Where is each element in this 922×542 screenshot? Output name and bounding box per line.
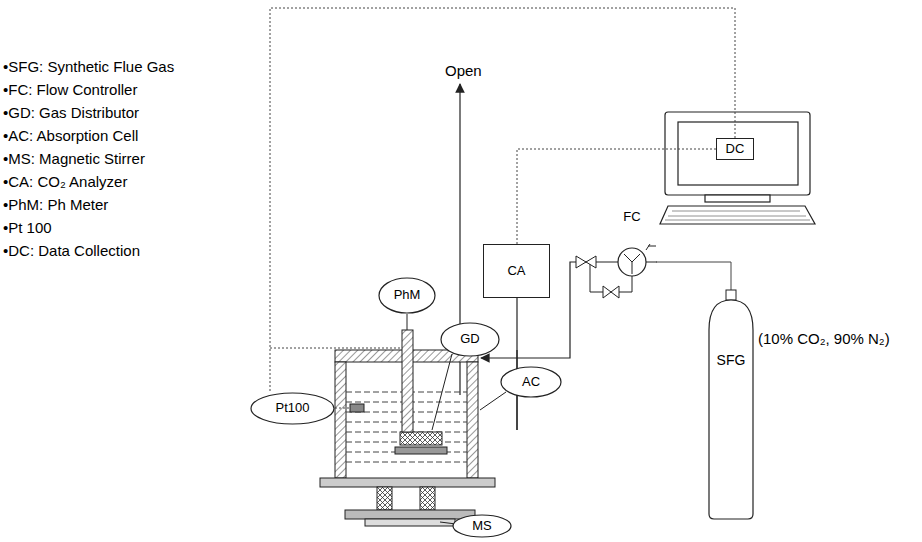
node-label: CA <box>507 264 525 279</box>
signal-connector <box>517 149 716 244</box>
regulator-handle <box>646 244 656 250</box>
legend-line: •PhM: Ph Meter <box>3 196 108 214</box>
node-label: SFG <box>717 352 746 368</box>
legend-line: •FC: Flow Controller <box>3 81 137 99</box>
computer-illustration <box>660 112 815 224</box>
flow-controller: FC <box>608 210 656 278</box>
gas-cylinder: SFG <box>708 290 754 520</box>
temperature-sensor <box>350 404 364 412</box>
callout-ellipse: Pt100 <box>250 392 335 425</box>
node-label: MS <box>472 519 492 534</box>
leader-line <box>432 354 452 430</box>
legend-line: •CA: CO₂ Analyzer <box>3 173 127 191</box>
callout-ellipse: MS <box>452 514 512 538</box>
node-label: AC <box>522 375 540 390</box>
annotation-label: (10% CO₂, 90% N₂) <box>758 330 890 348</box>
analyzer-probe <box>516 298 517 430</box>
callout-ellipse: AC <box>500 366 562 398</box>
analyzer-box: CA <box>483 244 550 298</box>
annotation-label: Open <box>445 62 482 80</box>
probe-wire <box>407 314 408 330</box>
node-label: Pt100 <box>276 401 310 416</box>
signal-connector <box>656 262 731 290</box>
signal-connector <box>270 8 735 392</box>
node-label: FC <box>623 210 640 225</box>
cylinder-outline <box>708 290 754 520</box>
data-collection-box: DC <box>716 138 754 160</box>
legend-line: •MS: Magnetic Stirrer <box>3 150 145 168</box>
node-label: PhM <box>394 288 421 303</box>
legend-line: •DC: Data Collection <box>3 242 140 260</box>
legend-line: •GD: Gas Distributor <box>3 104 139 122</box>
signal-wire <box>270 348 402 349</box>
legend-line: •AC: Absorption Cell <box>3 127 138 145</box>
callout-ellipse: PhM <box>378 277 436 314</box>
ph-probe <box>402 330 413 432</box>
callout-ellipse: GD <box>440 322 500 357</box>
node-label: DC <box>726 142 745 157</box>
gas-line <box>646 262 657 263</box>
legend-line: •SFG: Synthetic Flue Gas <box>3 58 174 76</box>
legend-line: •Pt 100 <box>3 219 52 237</box>
signal-wire <box>335 408 350 409</box>
node-label: GD <box>460 332 480 347</box>
valve-symbol <box>576 256 619 298</box>
leader-line <box>480 392 506 410</box>
